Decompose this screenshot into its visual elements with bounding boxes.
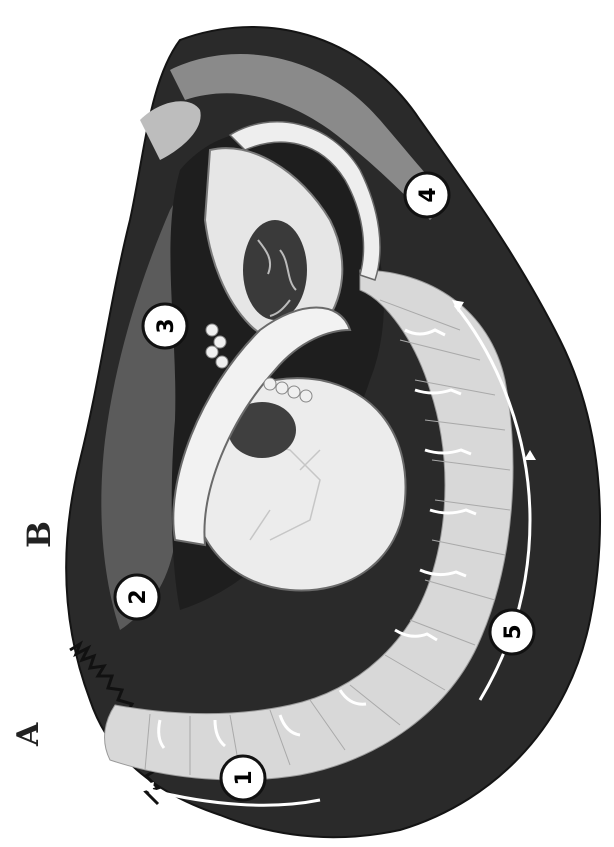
marker-1: 1: [221, 756, 265, 800]
region-letter-a: A: [11, 722, 46, 747]
marker-5-label: 5: [501, 624, 526, 639]
marker-4-label: 4: [416, 187, 441, 202]
marker-3: 3: [143, 304, 187, 348]
marker-5: 5: [490, 610, 534, 654]
marker-1-label: 1: [232, 770, 257, 785]
marker-2: 2: [115, 575, 159, 619]
marker-4: 4: [405, 173, 449, 217]
marker-2-label: 2: [126, 589, 151, 604]
region-letter-b: B: [20, 521, 58, 548]
marker-3-label: 3: [154, 318, 179, 333]
